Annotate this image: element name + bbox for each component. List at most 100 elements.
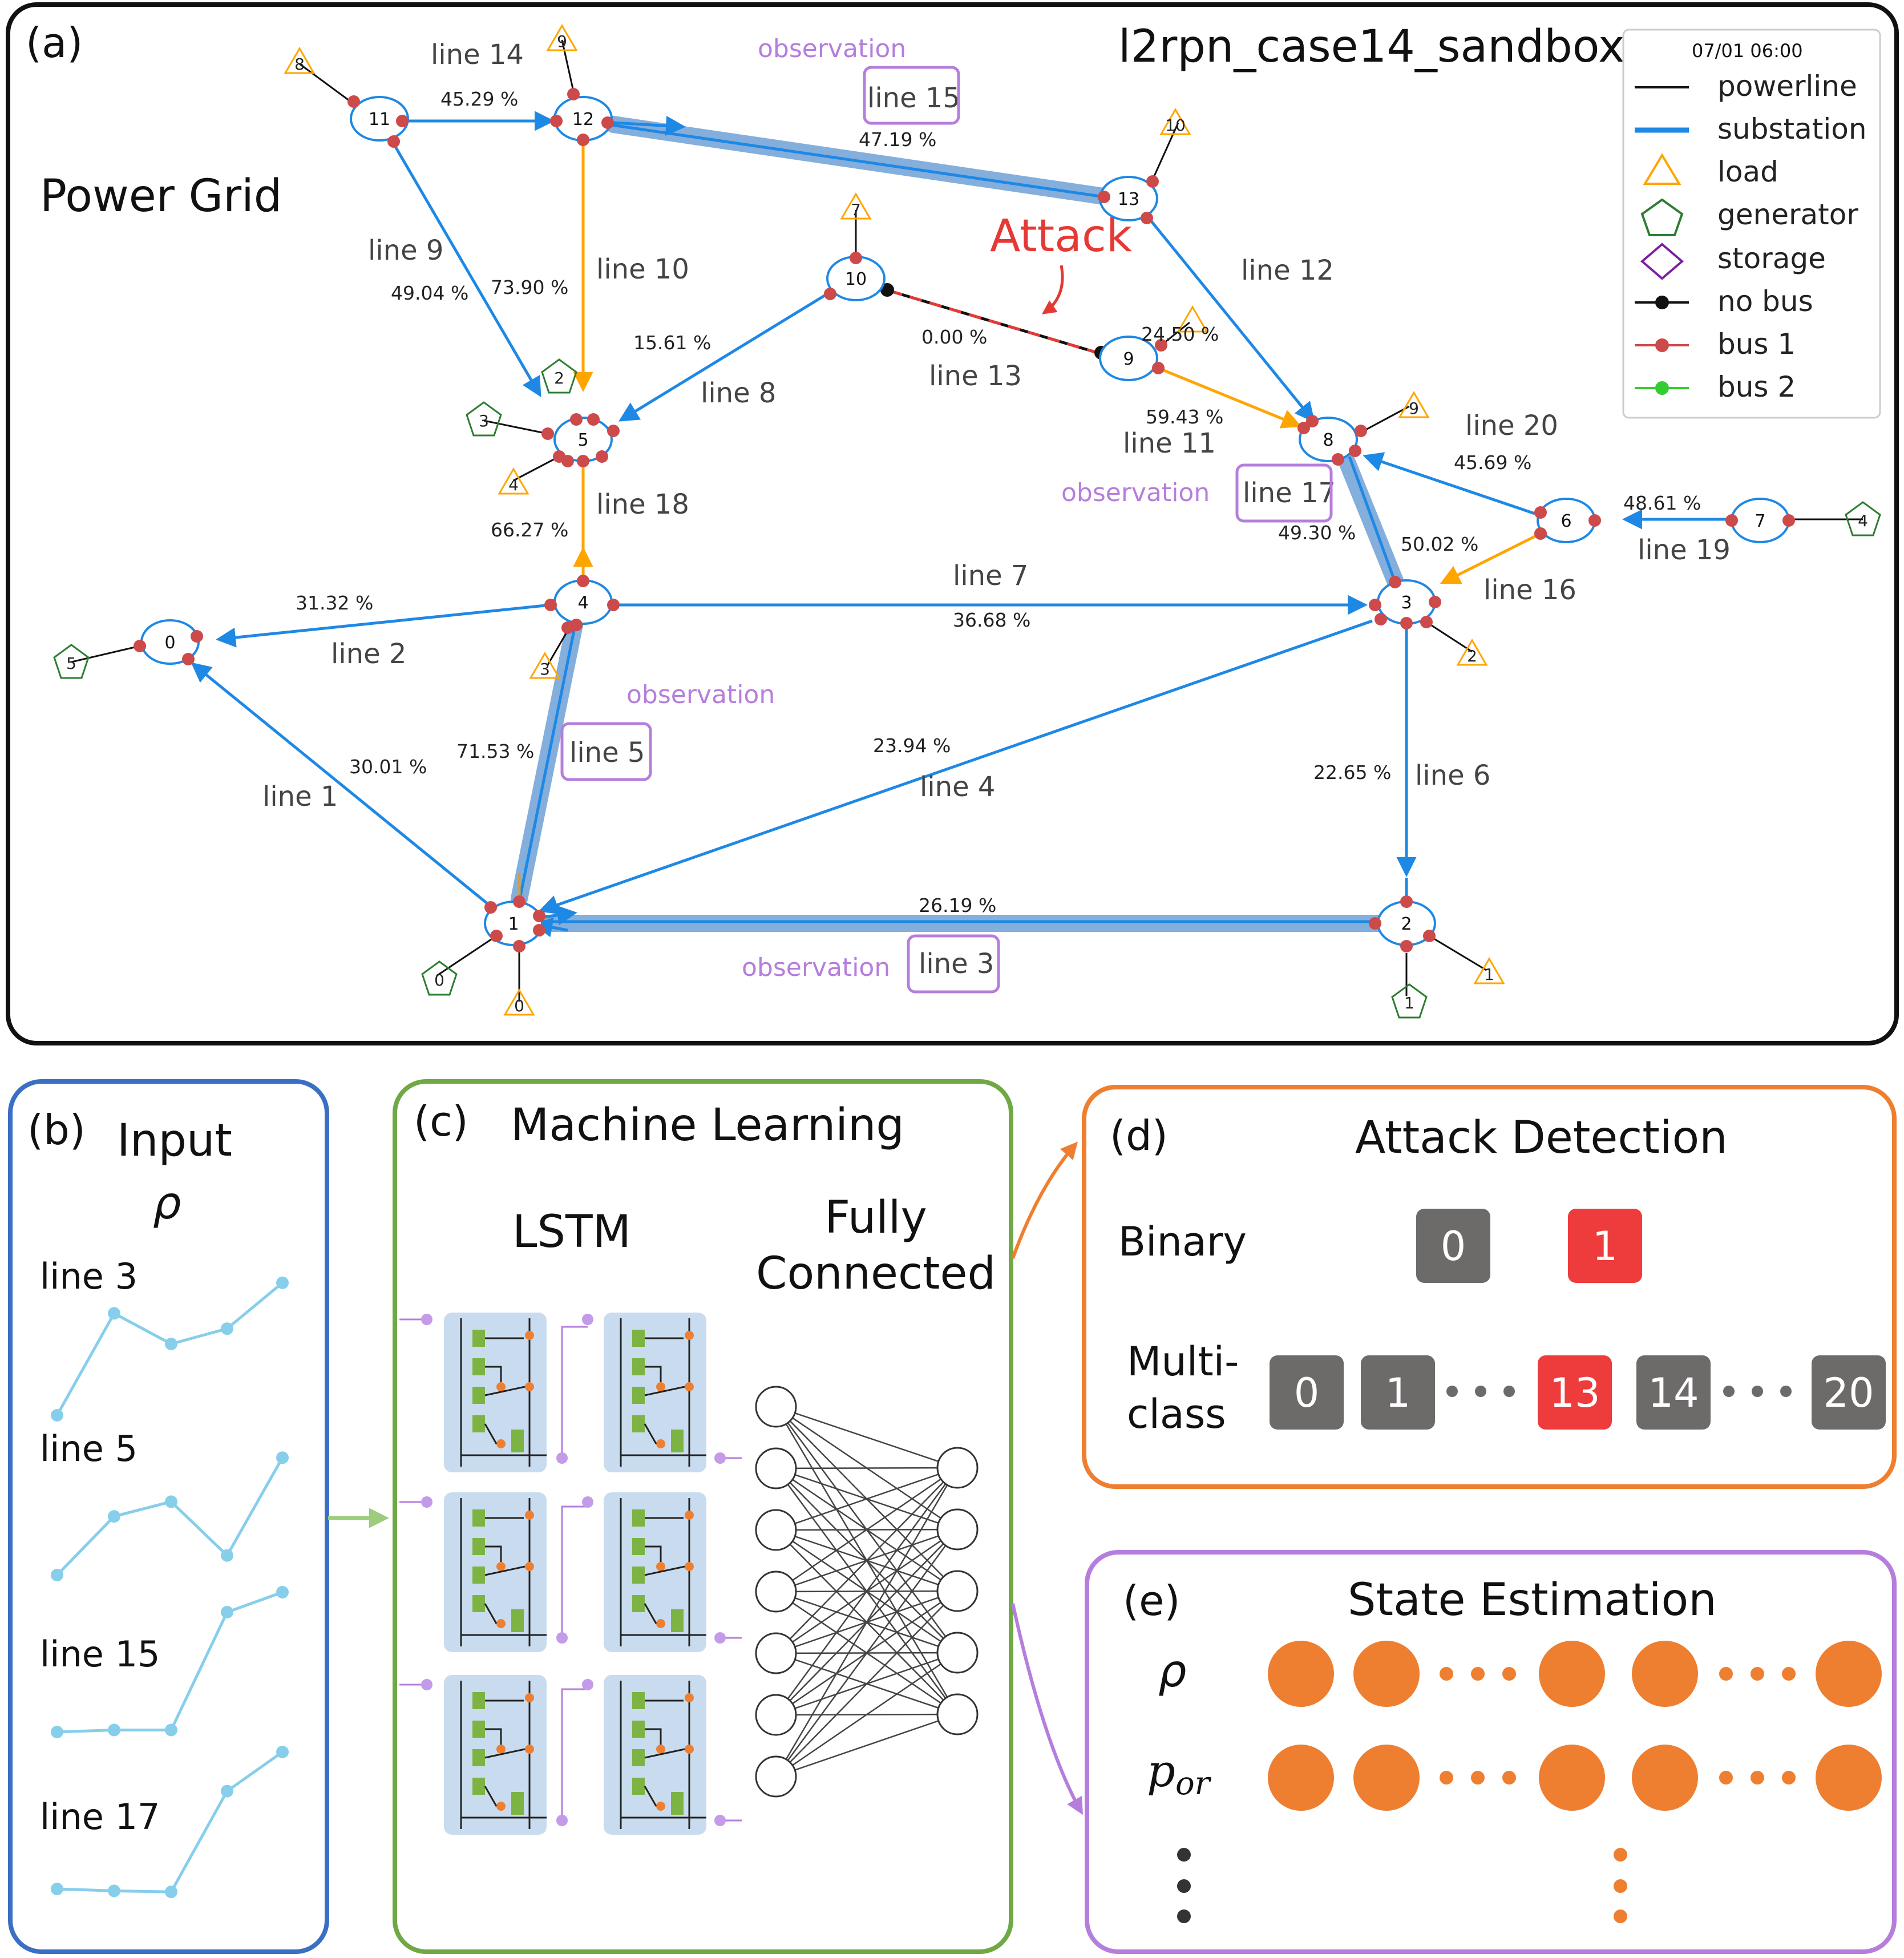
svg-text:line 11: line 11 bbox=[1123, 427, 1216, 459]
legend-timestamp: 07/01 06:00 bbox=[1692, 40, 1803, 62]
svg-text:3: 3 bbox=[540, 660, 550, 679]
generator-icon: 4 bbox=[1845, 501, 1881, 536]
fc-label-1: Fully bbox=[824, 1192, 927, 1244]
input-title: Input bbox=[117, 1115, 232, 1166]
binary-output-0: 0 bbox=[1416, 1209, 1490, 1283]
load-icon: 7 bbox=[840, 192, 872, 220]
load-icon: 9 bbox=[546, 24, 578, 51]
attack-arrow bbox=[1041, 265, 1064, 314]
loads: 8 9 10 7 9 4 3 2 0 1 bbox=[284, 24, 1505, 1016]
svg-text:observation: observation bbox=[742, 953, 890, 982]
series-point bbox=[108, 1510, 120, 1523]
svg-text:1: 1 bbox=[1404, 994, 1414, 1012]
lstm-cell bbox=[443, 1311, 548, 1473]
svg-text:26.19 %: 26.19 % bbox=[919, 894, 996, 917]
panel-e-letter: (e) bbox=[1123, 1577, 1180, 1625]
fc-neuron bbox=[755, 1447, 797, 1489]
svg-text:observation: observation bbox=[1061, 478, 1210, 507]
substation-node: 7 bbox=[1725, 498, 1795, 543]
state-node bbox=[1353, 1641, 1420, 1707]
legend-no-bus: no bus bbox=[1635, 285, 1813, 318]
svg-text:3: 3 bbox=[479, 411, 489, 430]
ml-to-detection-arrow bbox=[1011, 1141, 1078, 1259]
line-labels: line 14 line 15 line 9 line 10 line 12 l… bbox=[262, 39, 1731, 980]
observation-labels: observation observation observation obse… bbox=[626, 34, 1210, 982]
svg-text:line 19: line 19 bbox=[1638, 534, 1731, 566]
state-node bbox=[1632, 1641, 1698, 1707]
legend-powerline: powerline bbox=[1635, 70, 1857, 103]
svg-text:load: load bbox=[1717, 155, 1778, 188]
svg-text:line 1: line 1 bbox=[262, 781, 338, 813]
load-icon: 4 bbox=[498, 467, 529, 495]
svg-text:49.04 %: 49.04 % bbox=[391, 282, 468, 304]
svg-text:8: 8 bbox=[294, 55, 305, 74]
lstm-cell bbox=[603, 1491, 708, 1653]
svg-text:45.29 %: 45.29 % bbox=[440, 88, 518, 110]
fc-neuron bbox=[936, 1632, 979, 1674]
svg-text:1: 1 bbox=[1592, 1223, 1618, 1270]
series-label: line 3 bbox=[40, 1255, 138, 1297]
substation-node: 1 bbox=[484, 895, 545, 952]
series-line bbox=[56, 1457, 284, 1576]
loading-labels: 45.29 % 47.19 % 49.04 % 73.90 % 15.61 % … bbox=[296, 88, 1701, 917]
svg-text:0: 0 bbox=[514, 996, 524, 1015]
series-point bbox=[165, 1886, 177, 1899]
svg-text:observation: observation bbox=[758, 34, 906, 63]
svg-text:45.69 %: 45.69 % bbox=[1454, 451, 1531, 474]
svg-text:30.01 %: 30.01 % bbox=[349, 756, 427, 778]
state-node bbox=[1268, 1745, 1334, 1811]
load-icon bbox=[1177, 305, 1208, 333]
svg-text:line 9: line 9 bbox=[368, 235, 443, 267]
svg-text:7: 7 bbox=[1755, 511, 1765, 531]
series-point bbox=[108, 1723, 120, 1737]
legend-storage-icon: storage bbox=[1640, 242, 1826, 280]
series-point bbox=[165, 1495, 177, 1508]
por-row-label: por bbox=[1147, 1746, 1212, 1802]
load-icon: 0 bbox=[503, 988, 535, 1016]
generator-icon: 3 bbox=[466, 401, 502, 437]
svg-text:line 3: line 3 bbox=[919, 948, 994, 980]
svg-text:73.90 %: 73.90 % bbox=[491, 276, 568, 298]
svg-text:line 2: line 2 bbox=[331, 638, 406, 670]
svg-text:13: 13 bbox=[1549, 1370, 1600, 1416]
binary-output-1: 1 bbox=[1568, 1209, 1642, 1283]
svg-text:1: 1 bbox=[508, 914, 519, 934]
legend-substation: substation bbox=[1635, 112, 1867, 146]
fc-neuron bbox=[936, 1570, 979, 1612]
svg-text:4: 4 bbox=[1858, 511, 1868, 530]
fc-label-2: Connected bbox=[756, 1248, 996, 1299]
fc-neuron bbox=[755, 1694, 797, 1736]
svg-text:7: 7 bbox=[851, 200, 861, 219]
substation-node: 4 bbox=[544, 575, 620, 634]
binary-label: Binary bbox=[1118, 1218, 1247, 1265]
attack-label: Attack bbox=[990, 211, 1132, 262]
lstm-cell bbox=[443, 1491, 548, 1653]
substation-node: 9 bbox=[1099, 336, 1167, 381]
svg-text:50.02 %: 50.02 % bbox=[1401, 533, 1478, 555]
state-node bbox=[1632, 1745, 1698, 1811]
svg-text:8: 8 bbox=[1323, 430, 1333, 450]
state-node bbox=[1816, 1745, 1882, 1811]
svg-text:line 18: line 18 bbox=[596, 489, 689, 520]
series-label: line 17 bbox=[40, 1796, 160, 1838]
series-point bbox=[108, 1884, 120, 1898]
svg-text:line 17: line 17 bbox=[1243, 477, 1336, 509]
svg-text:14: 14 bbox=[1648, 1370, 1699, 1416]
svg-text:no bus: no bus bbox=[1717, 285, 1813, 318]
svg-text:0: 0 bbox=[1294, 1370, 1320, 1416]
svg-text:9: 9 bbox=[1123, 349, 1134, 369]
series-point bbox=[51, 1569, 63, 1581]
fc-neuron bbox=[936, 1693, 979, 1735]
ml-to-estimation-arrow bbox=[1011, 1603, 1083, 1815]
grid-env-title: l2rpn_case14_sandbox bbox=[1118, 21, 1624, 72]
svg-text:9: 9 bbox=[557, 32, 567, 51]
svg-text:2: 2 bbox=[1401, 914, 1412, 934]
substation-node: 0 bbox=[134, 619, 203, 665]
svg-text:line 12: line 12 bbox=[1241, 255, 1334, 286]
svg-text:4: 4 bbox=[508, 475, 519, 494]
fully-connected-network bbox=[755, 1386, 979, 1798]
svg-text:6: 6 bbox=[1561, 511, 1571, 531]
fc-neuron bbox=[936, 1447, 979, 1489]
lstm-cell bbox=[603, 1311, 708, 1473]
svg-text:line 5: line 5 bbox=[569, 737, 645, 769]
